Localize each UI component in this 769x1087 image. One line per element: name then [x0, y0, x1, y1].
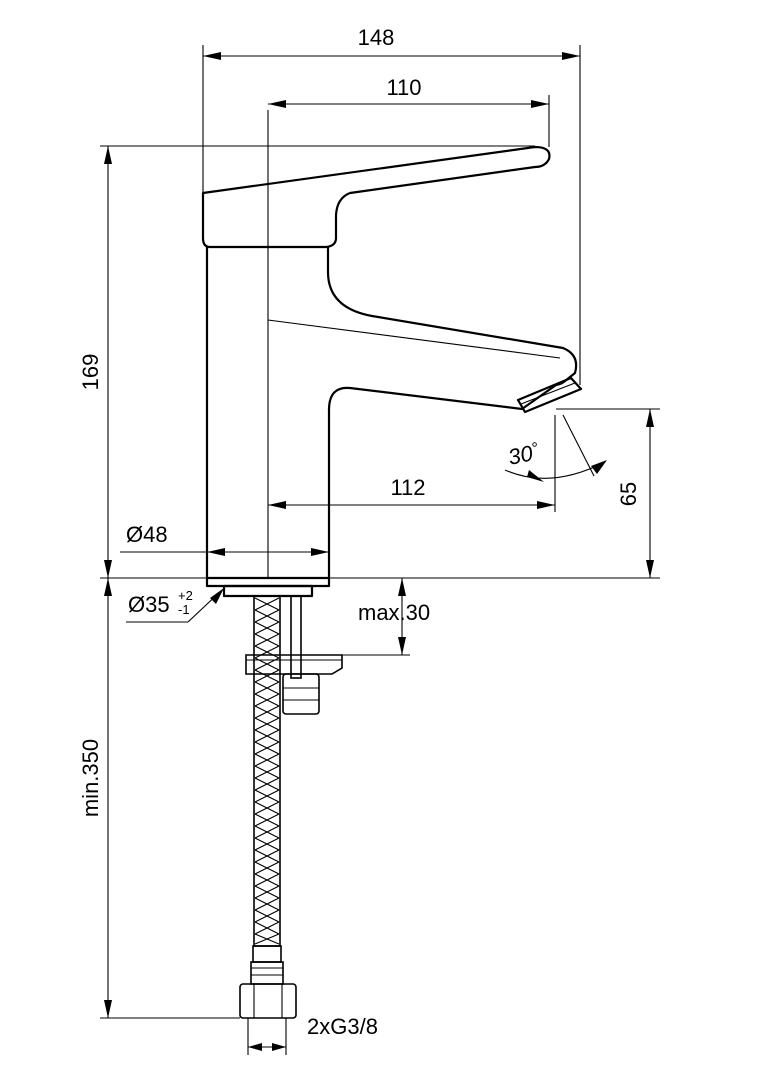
- braid-stroke: [254, 933, 280, 945]
- braid-stroke: [254, 717, 280, 731]
- aerator: [516, 376, 583, 414]
- braid-stroke: [254, 897, 280, 911]
- base-flange: [205, 576, 331, 588]
- dim-112-label: 112: [390, 475, 425, 500]
- braid-stroke: [254, 921, 280, 935]
- braid-stroke: [254, 801, 280, 815]
- dim-350-label: min.350: [78, 739, 103, 817]
- braid-stroke: [254, 705, 280, 719]
- hose-braid-pattern: [254, 597, 280, 945]
- braid-stroke: [254, 789, 280, 803]
- hose-end-connector: [239, 945, 297, 1019]
- dim-max-thickness: max.30: [342, 578, 430, 656]
- mount-collar: [222, 584, 314, 598]
- braid-stroke: [254, 693, 280, 707]
- braid-stroke: [254, 765, 280, 779]
- braid-stroke: [254, 609, 280, 623]
- braid-stroke: [254, 837, 280, 851]
- dim-35-tol-plus: +2: [178, 588, 193, 603]
- dim-connection: 2xG3/8: [247, 1014, 378, 1055]
- fixing-nut: [282, 673, 320, 715]
- braid-stroke: [254, 825, 280, 839]
- mounting-plate: [245, 654, 343, 675]
- braid-stroke: [254, 849, 280, 863]
- braid-stroke: [254, 681, 280, 695]
- braid-stroke: [254, 729, 280, 743]
- braid-stroke: [254, 633, 280, 647]
- lever-handle: [201, 145, 551, 249]
- dim-spout-height: 65: [329, 408, 660, 579]
- braid-stroke: [254, 885, 280, 899]
- dim-connection-label: 2xG3/8: [307, 1014, 378, 1039]
- braid-stroke: [254, 597, 280, 611]
- dim-hole-diameter: Ø35 +2 -1: [126, 588, 224, 623]
- braid-stroke: [254, 669, 280, 683]
- braided-hose: [253, 595, 281, 947]
- dim-lever-width: 110: [268, 75, 550, 147]
- dim-angle: 30°: [504, 414, 607, 482]
- dim-spout-reach: 112: [268, 415, 556, 512]
- dim-169-label: 169: [78, 354, 103, 391]
- dim-height: 169: [78, 145, 535, 579]
- dim-hose-length: min.350: [78, 578, 240, 1019]
- dim-65-label: 65: [616, 482, 641, 506]
- braid-stroke: [254, 777, 280, 791]
- braid-stroke: [254, 813, 280, 827]
- faucet-outline: [201, 145, 583, 598]
- braid-stroke: [254, 621, 280, 635]
- dim-110-label: 110: [386, 75, 421, 100]
- braid-stroke: [254, 645, 280, 659]
- dim-angle-label: 30°: [506, 439, 542, 470]
- dim-35-label: Ø35: [128, 592, 170, 617]
- dim-35-tol-minus: -1: [178, 602, 190, 617]
- dim-48-label: Ø48: [126, 522, 168, 547]
- dim-overall-width: 148: [202, 25, 581, 385]
- braid-stroke: [254, 753, 280, 767]
- braid-stroke: [254, 861, 280, 875]
- braid-stroke: [254, 873, 280, 887]
- spout-line: [267, 319, 561, 359]
- braid-stroke: [254, 909, 280, 923]
- dim-max30-label: max.30: [358, 600, 430, 625]
- dim-148-label: 148: [358, 25, 395, 50]
- threaded-rod: [290, 595, 302, 679]
- hose-assembly: [239, 595, 343, 1019]
- dim-body-diameter: Ø48: [120, 522, 329, 556]
- spout-outline: [326, 245, 578, 580]
- braid-stroke: [254, 741, 280, 755]
